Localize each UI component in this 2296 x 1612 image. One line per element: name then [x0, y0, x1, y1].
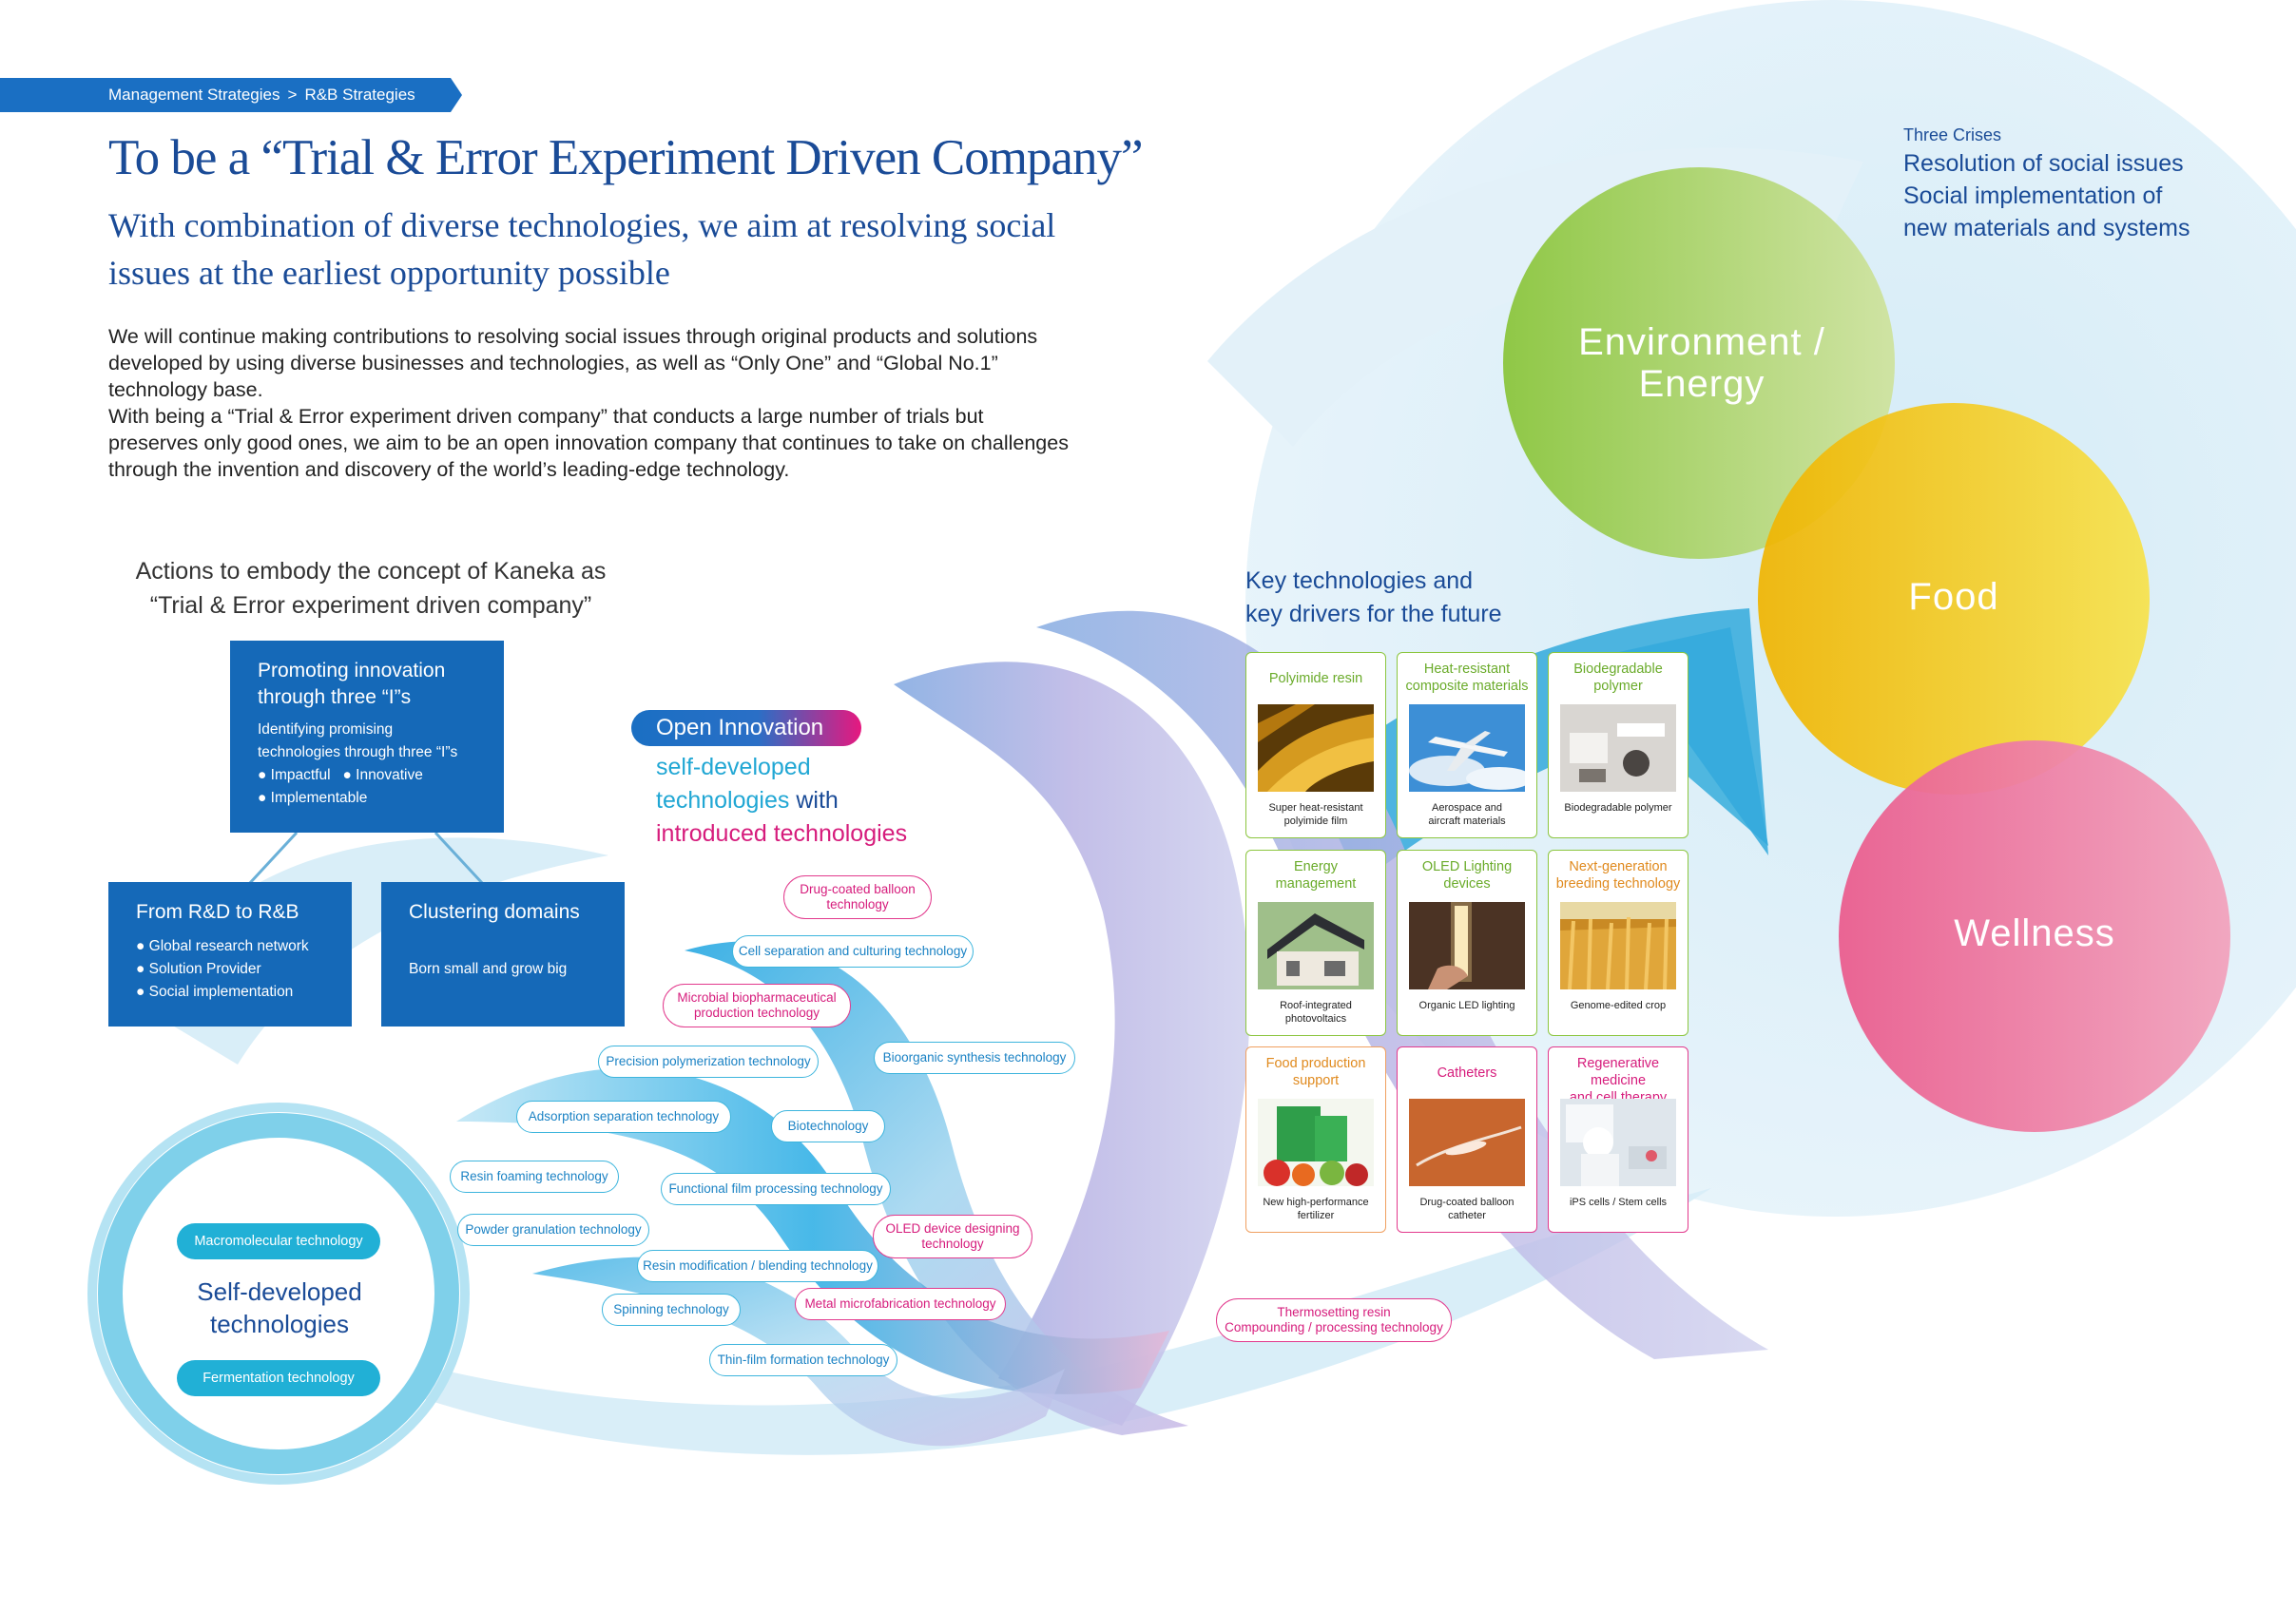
- tag-adsorption-separation: Adsorption separation technology: [516, 1101, 731, 1133]
- tag-spinning: Spinning technology: [602, 1294, 741, 1326]
- polyimide-film-image: [1258, 704, 1374, 792]
- circle-environment-energy: Environment / Energy: [1578, 321, 1825, 405]
- breadcrumb: Management Strategies > R&B Strategies: [0, 78, 462, 112]
- tag-thin-film-formation: Thin-film formation technology: [709, 1344, 897, 1376]
- stem-cells-image: [1560, 1099, 1676, 1186]
- intro-text: We will continue making contributions to…: [108, 323, 1078, 483]
- breadcrumb-item-management[interactable]: Management Strategies: [108, 86, 280, 104]
- open-innovation-text: self-developed technologies with introdu…: [656, 754, 908, 847]
- promoting-innovation-box: Promoting innovation through three “I”s …: [230, 641, 504, 833]
- tag-biotechnology: Biotechnology: [771, 1110, 885, 1142]
- circle-wellness: Wellness: [1954, 912, 2115, 954]
- page-subtitle: With combination of diverse technologies…: [108, 206, 1056, 292]
- tag-powder-granulation: Powder granulation technology: [457, 1214, 649, 1246]
- intro-paragraph-2: With being a “Trial & Error experiment d…: [108, 405, 1069, 481]
- key-technologies-heading: Key technologies and key drivers for the…: [1245, 567, 1502, 627]
- self-developed-label: Self-developed technologies: [197, 1277, 362, 1338]
- actions-heading: Actions to embody the concept of Kaneka …: [135, 558, 607, 619]
- rd-to-rb-box: From R&D to R&B ● Global research networ…: [108, 882, 352, 1027]
- pill-macromolecular-technology: Macromolecular technology: [177, 1223, 380, 1259]
- tag-bioorganic-synthesis: Bioorganic synthesis technology: [874, 1042, 1075, 1074]
- clustering-domains-box: Clustering domains Born small and grow b…: [381, 882, 625, 1027]
- tag-functional-film: Functional film processing technology: [661, 1173, 891, 1205]
- genome-edited-crop-image: [1560, 902, 1676, 989]
- tag-precision-polymerization: Precision polymerization technology: [598, 1046, 819, 1078]
- pill-fermentation-technology: Fermentation technology: [177, 1360, 380, 1396]
- roof-photovoltaics-image: [1258, 902, 1374, 989]
- tag-resin-modification: Resin modification / blending technology: [637, 1250, 878, 1282]
- breadcrumb-separator: >: [287, 86, 298, 104]
- tag-metal-microfabrication: Metal microfabrication technology: [795, 1288, 1006, 1320]
- balloon-catheter-image: [1409, 1099, 1525, 1186]
- open-innovation-pill: Open Innovation: [631, 710, 861, 746]
- organic-led-image: [1409, 902, 1525, 989]
- fertilizer-image: [1258, 1099, 1374, 1186]
- circle-food: Food: [1908, 576, 1999, 618]
- aircraft-image: [1409, 704, 1525, 792]
- three-crises: Three Crises Resolution of social issues…: [1903, 125, 2190, 241]
- tag-cell-separation: Cell separation and culturing technology: [732, 935, 974, 968]
- page-title: To be a “Trial & Error Experiment Driven…: [108, 130, 1143, 185]
- intro-paragraph-1: We will continue making contributions to…: [108, 325, 1038, 401]
- biodegradable-polymer-image: [1560, 704, 1676, 792]
- breadcrumb-item-rb[interactable]: R&B Strategies: [304, 86, 415, 104]
- tag-resin-foaming: Resin foaming technology: [450, 1161, 619, 1193]
